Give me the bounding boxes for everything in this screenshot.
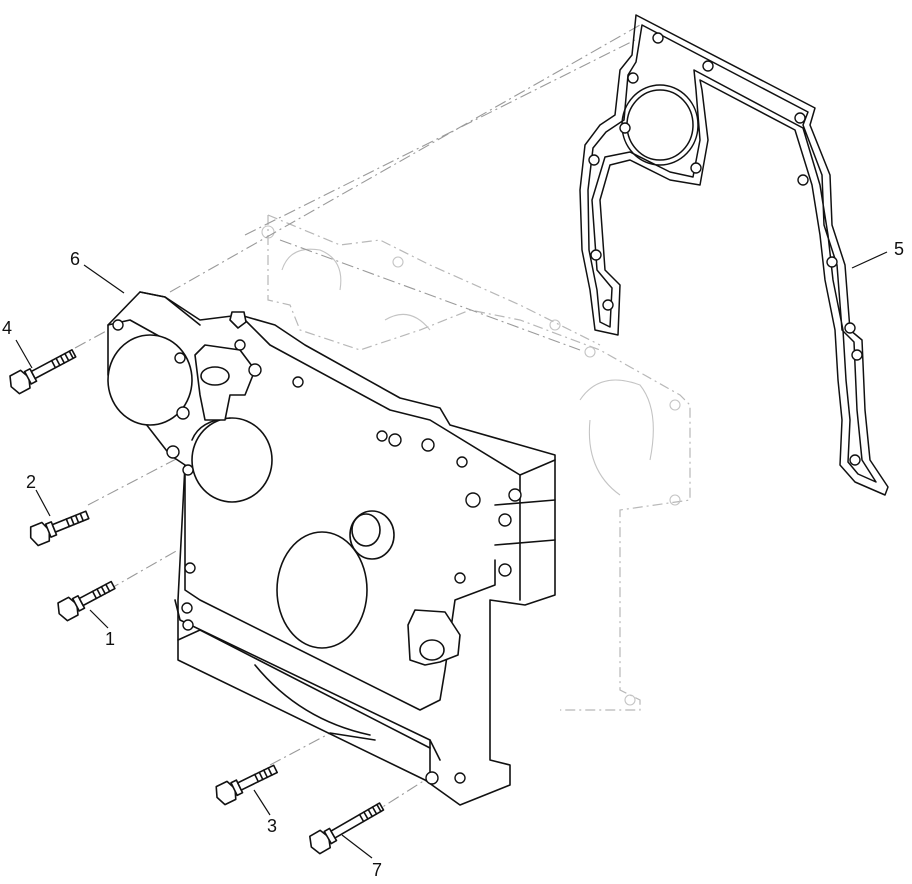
cover-gasket [579,14,889,496]
bolt-4 [9,349,77,395]
callout-1: 1 [105,629,115,649]
bolt-7 [309,802,385,855]
leader-lines [15,251,888,859]
callout-2: 2 [26,472,36,492]
bolt-1 [57,580,116,622]
bolt-3 [215,764,278,806]
callout-7: 7 [372,860,382,880]
callout-5: 5 [894,239,904,259]
callout-labels: 4 2 1 3 7 6 5 [2,239,904,880]
callout-3: 3 [267,816,277,836]
callout-4: 4 [2,318,12,338]
bolt-2 [29,510,90,547]
phantom-engine-block [261,214,691,711]
timing-cover [107,291,556,806]
callout-6: 6 [70,249,80,269]
